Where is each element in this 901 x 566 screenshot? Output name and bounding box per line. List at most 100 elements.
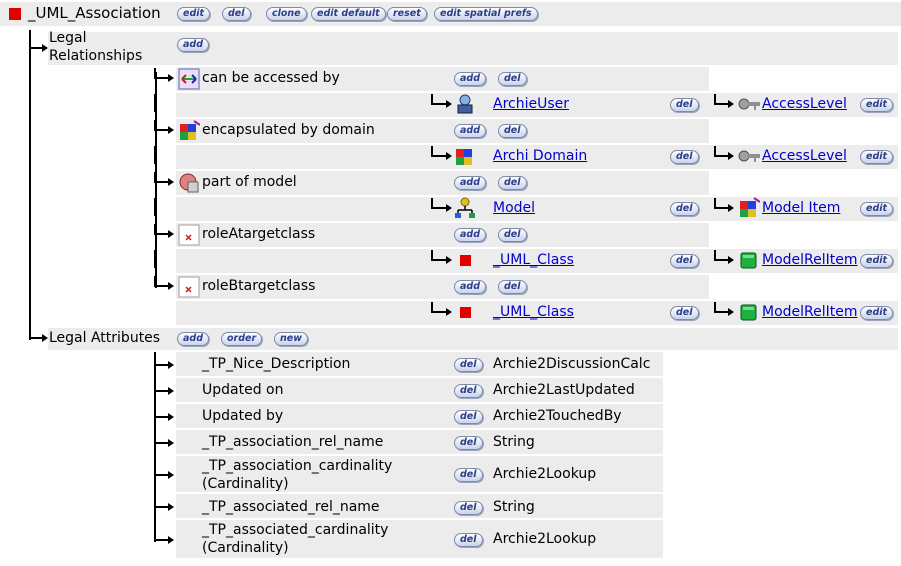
relationship-name: can be accessed by [202,70,340,86]
tree-line [29,30,31,340]
access-level-link[interactable]: ModelRelItem [762,304,858,320]
attribute-name: _TP_Nice_Description [202,356,351,372]
attr-row-band [176,430,663,454]
target-class-link[interactable]: Model [493,200,536,216]
delete-target-button[interactable]: del [670,150,699,164]
delete-attribute-button[interactable]: del [454,436,483,450]
delete-attribute-button[interactable]: del [454,501,483,515]
edit-button[interactable]: edit [177,7,211,21]
add-target-button[interactable]: add [454,280,487,294]
tree-line [154,198,156,216]
relationship-name: part of model [202,174,297,190]
delete-relationship-button[interactable]: del [498,124,527,138]
clone-button[interactable]: clone [266,7,307,21]
delete-relationship-button[interactable]: del [498,280,527,294]
key-icon [738,98,760,110]
edit-default-button[interactable]: edit default [311,7,386,21]
root-class-square-icon [9,8,21,20]
rel-row-band [176,119,709,143]
branch-arrow-icon [154,407,174,421]
target-class-link[interactable]: _UML_Class [493,252,574,268]
add-target-button[interactable]: add [454,72,487,86]
edit-spatial-prefs-button[interactable]: edit spatial prefs [434,7,538,21]
branch-arrow-icon [154,497,174,511]
branch-arrow-icon [29,328,48,342]
delete-relationship-button[interactable]: del [498,72,527,86]
edit-access-button[interactable]: edit [860,202,894,216]
target-class-link[interactable]: _UML_Class [493,304,574,320]
delete-target-button[interactable]: del [670,202,699,216]
access-level-link[interactable]: AccessLevel [762,96,847,112]
delete-relationship-button[interactable]: del [498,176,527,190]
attr-row-band [176,404,663,428]
branch-arrow-icon [714,146,734,160]
rel-row-band [176,275,709,299]
attr-row-band [176,352,663,376]
tree-line [154,146,156,164]
new-attribute-button[interactable]: new [274,332,308,346]
class-square-icon [460,255,471,266]
domain-cube-icon [180,120,200,140]
attribute-type: Archie2TouchedBy [493,408,622,424]
branch-arrow-icon [154,465,174,479]
attr-row-band [176,520,663,558]
branch-arrow-icon [154,68,174,82]
rel-target-band [176,145,898,169]
add-relationship-button[interactable]: add [177,38,210,52]
access-level-link[interactable]: ModelRelItem [762,252,858,268]
delete-attribute-button[interactable]: del [454,533,483,547]
delete-target-button[interactable]: del [670,306,699,320]
delete-attribute-button[interactable]: del [454,384,483,398]
delete-button[interactable]: del [222,7,251,21]
delete-relationship-button[interactable]: del [498,228,527,242]
broken-image-icon [178,224,200,246]
delete-attribute-button[interactable]: del [454,410,483,424]
branch-arrow-icon [431,146,452,160]
attribute-name: _TP_associated_cardinality (Cardinality) [202,522,389,556]
add-attribute-button[interactable]: add [177,332,210,346]
target-class-link[interactable]: Archi Domain [493,148,588,164]
delete-target-button[interactable]: del [670,254,699,268]
reset-button[interactable]: reset [387,7,427,21]
branch-arrow-icon [154,224,174,238]
rel-row-band [176,67,709,91]
page-title: _UML_Association [28,4,161,22]
delete-target-button[interactable]: del [670,98,699,112]
attribute-type: Archie2LastUpdated [493,382,635,398]
rel-row-band [176,223,709,247]
edit-access-button[interactable]: edit [860,254,894,268]
domain-cube-icon [456,149,472,165]
delete-attribute-button[interactable]: del [454,358,483,372]
access-level-link[interactable]: Model Item [762,200,841,216]
green-book-icon [740,252,757,269]
branch-arrow-icon [431,198,452,212]
delete-attribute-button[interactable]: del [454,468,483,482]
add-target-button[interactable]: add [454,124,487,138]
edit-access-button[interactable]: edit [860,306,894,320]
attr-row-band [176,494,663,518]
tree-line [154,250,156,268]
relationships-header-band [48,32,898,65]
branch-arrow-icon [154,530,174,544]
order-attributes-button[interactable]: order [221,332,263,346]
rel-target-band [176,301,898,325]
branch-arrow-icon [154,276,174,290]
branch-arrow-icon [154,381,174,395]
legal-attributes-label: Legal Attributes [49,330,161,346]
edit-access-button[interactable]: edit [860,150,894,164]
add-target-button[interactable]: add [454,176,487,190]
branch-arrow-icon [714,250,734,264]
branch-arrow-icon [431,250,452,264]
attribute-type: Archie2Lookup [493,466,597,482]
attributes-header-band [48,328,898,350]
edit-access-button[interactable]: edit [860,98,894,112]
branch-arrow-icon [714,198,734,212]
access-level-link[interactable]: AccessLevel [762,148,847,164]
attribute-name: _TP_association_cardinality (Cardinality… [202,458,393,492]
model-hierarchy-icon [455,197,475,218]
attr-row-band [176,378,663,402]
rel-row-band [176,171,709,195]
target-class-link[interactable]: ArchieUser [493,96,570,112]
tree-line [154,94,156,112]
add-target-button[interactable]: add [454,228,487,242]
